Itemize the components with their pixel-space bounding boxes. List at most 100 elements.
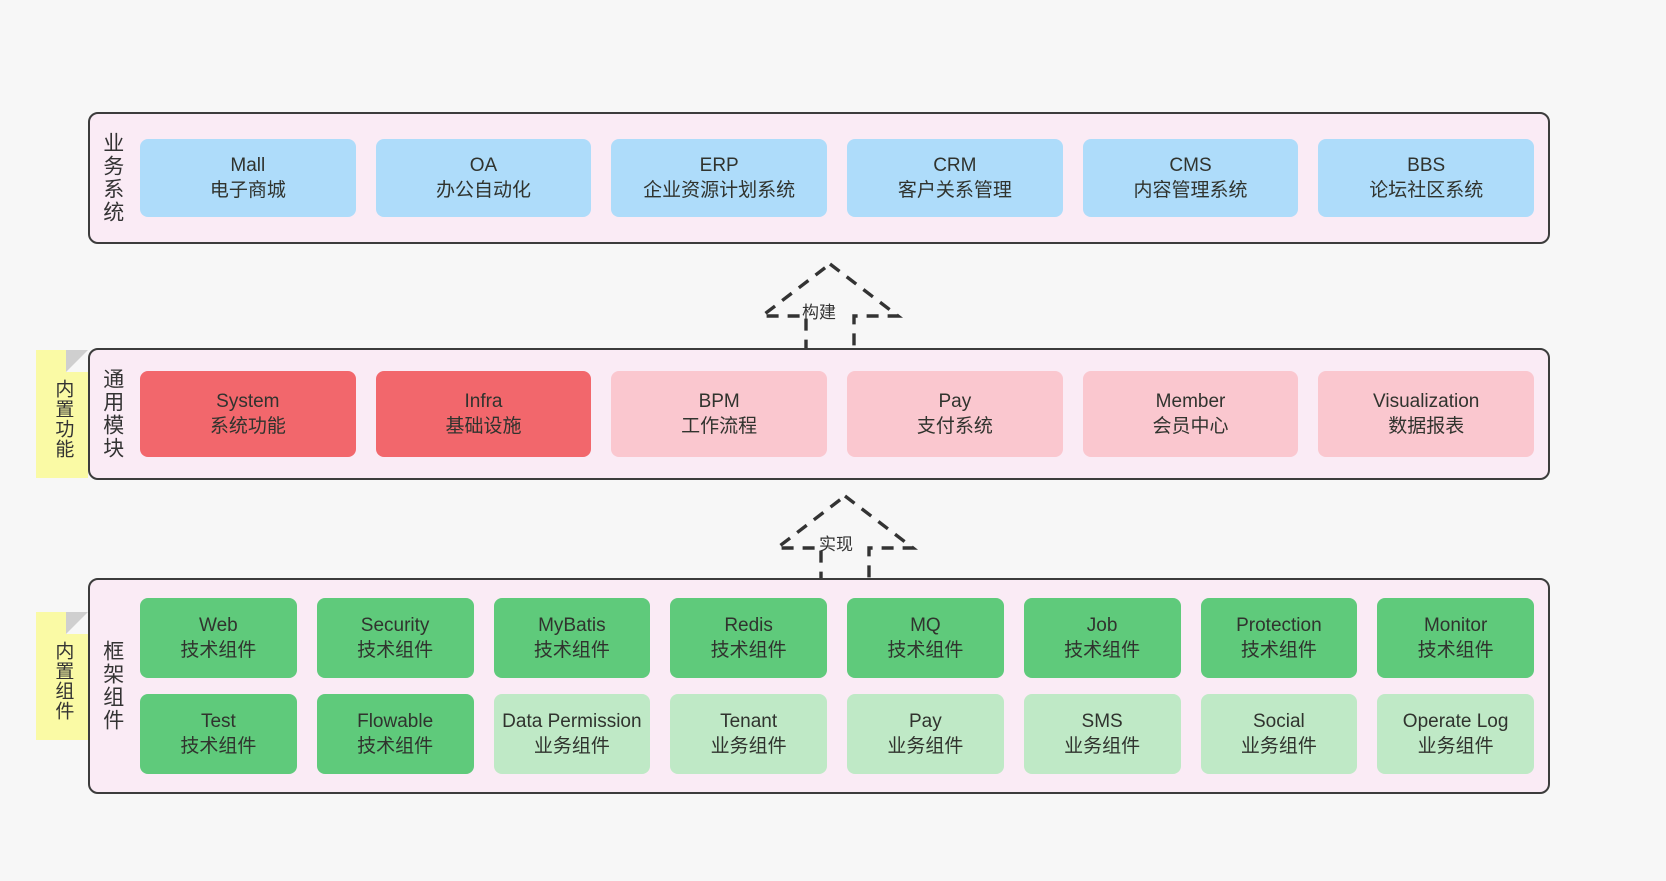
card-subtitle: 企业资源计划系统 [643, 180, 796, 201]
card-test[interactable]: Test 技术组件 [140, 694, 297, 774]
connector-build: 构建 [750, 258, 910, 353]
connector-implement: 实现 [765, 490, 925, 585]
card-title: BPM [698, 390, 740, 412]
card-crm[interactable]: CRM 客户关系管理 [847, 139, 1063, 217]
card-title: SMS [1081, 710, 1123, 732]
card-subtitle: 系统功能 [209, 416, 286, 437]
connector-build-label: 构建 [802, 303, 836, 322]
card-title: Tenant [720, 710, 778, 732]
card-protection[interactable]: Protection 技术组件 [1200, 598, 1358, 678]
card-oa[interactable]: OA 办公自动化 [375, 139, 592, 217]
card-subtitle: 技术组件 [710, 640, 787, 661]
layer-body-business: Mall 电子商城 OA 办公自动化 ERP 企业资源计划系统 CRM 客户关系… [134, 114, 1548, 242]
card-subtitle: 论坛社区系统 [1369, 180, 1484, 201]
card-title: Job [1086, 614, 1118, 636]
sticky-note-label: 内置组件 [52, 641, 74, 721]
card-title: Data Permission [502, 710, 642, 732]
card-subtitle: 业务组件 [533, 736, 610, 757]
card-subtitle: 数据报表 [1388, 416, 1465, 437]
card-title: Security [360, 614, 430, 636]
card-title: Operate Log [1402, 710, 1509, 732]
card-title: OA [469, 154, 498, 176]
dashed-hollow-arrow-icon [756, 261, 904, 352]
card-bbs[interactable]: BBS 论坛社区系统 [1318, 139, 1535, 217]
card-subtitle: 技术组件 [887, 640, 964, 661]
connector-implement-label: 实现 [819, 535, 853, 554]
card-flowable[interactable]: Flowable 技术组件 [316, 694, 474, 774]
layer-panel-common[interactable]: 通用模块 System 系统功能 Infra 基础设施 BPM 工作流程 Pay… [88, 348, 1550, 480]
layer-panel-framework[interactable]: 框架组件 Web 技术组件 Security 技术组件 MyBatis 技术组件… [88, 578, 1550, 794]
card-redis[interactable]: Redis 技术组件 [670, 598, 827, 678]
layer-panel-business[interactable]: 业务系统 Mall 电子商城 OA 办公自动化 ERP 企业资源计划系统 CRM… [88, 112, 1550, 244]
card-visualization[interactable]: Visualization 数据报表 [1318, 371, 1535, 457]
dashed-hollow-arrow-icon [771, 493, 919, 584]
card-title: Redis [724, 614, 773, 636]
card-pay[interactable]: Pay 支付系统 [847, 371, 1063, 457]
card-erp[interactable]: ERP 企业资源计划系统 [611, 139, 828, 217]
card-data-permission[interactable]: Data Permission 业务组件 [493, 694, 651, 774]
card-subtitle: 支付系统 [916, 416, 993, 437]
card-title: Social [1253, 710, 1305, 732]
card-title: System [216, 390, 280, 412]
card-subtitle: 会员中心 [1152, 416, 1229, 437]
card-subtitle: 工作流程 [681, 416, 758, 437]
card-tenant[interactable]: Tenant 业务组件 [670, 694, 827, 774]
card-sms[interactable]: SMS 业务组件 [1023, 694, 1181, 774]
card-subtitle: 业务组件 [887, 736, 964, 757]
card-title: Visualization [1373, 390, 1480, 412]
card-pay-business[interactable]: Pay 业务组件 [847, 694, 1004, 774]
card-subtitle: 内容管理系统 [1133, 180, 1248, 201]
card-job[interactable]: Job 技术组件 [1023, 598, 1181, 678]
card-subtitle: 客户关系管理 [897, 180, 1012, 201]
card-row: Web 技术组件 Security 技术组件 MyBatis 技术组件 Redi… [140, 598, 1534, 678]
card-security[interactable]: Security 技术组件 [316, 598, 474, 678]
card-bpm[interactable]: BPM 工作流程 [611, 371, 828, 457]
card-subtitle: 电子商城 [209, 180, 286, 201]
card-subtitle: 技术组件 [533, 640, 610, 661]
card-subtitle: 技术组件 [180, 736, 257, 757]
sticky-note-builtin-components[interactable]: 内置组件 [36, 612, 88, 740]
layer-body-framework: Web 技术组件 Security 技术组件 MyBatis 技术组件 Redi… [134, 580, 1548, 792]
card-title: Infra [464, 390, 503, 412]
card-title: CRM [933, 154, 977, 176]
card-operate-log[interactable]: Operate Log 业务组件 [1377, 694, 1534, 774]
card-system[interactable]: System 系统功能 [140, 371, 356, 457]
card-title: Monitor [1423, 614, 1488, 636]
card-subtitle: 办公自动化 [436, 180, 532, 201]
card-mall[interactable]: Mall 电子商城 [140, 139, 356, 217]
card-title: Pay [909, 710, 942, 732]
card-web[interactable]: Web 技术组件 [140, 598, 297, 678]
card-row: System 系统功能 Infra 基础设施 BPM 工作流程 Pay 支付系统… [140, 371, 1535, 457]
card-title: Protection [1236, 614, 1322, 636]
card-cms[interactable]: CMS 内容管理系统 [1082, 139, 1299, 217]
layer-label-framework: 框架组件 [100, 640, 124, 732]
card-infra[interactable]: Infra 基础设施 [375, 371, 592, 457]
card-title: MyBatis [538, 614, 606, 636]
card-title: Web [199, 614, 238, 636]
card-title: Flowable [357, 710, 434, 732]
sticky-note-label: 内置功能 [52, 379, 74, 459]
card-row: Mall 电子商城 OA 办公自动化 ERP 企业资源计划系统 CRM 客户关系… [140, 139, 1535, 217]
layer-label-business: 业务系统 [100, 132, 124, 224]
card-subtitle: 业务组件 [1417, 736, 1494, 757]
card-social[interactable]: Social 业务组件 [1200, 694, 1358, 774]
sticky-note-builtin-features[interactable]: 内置功能 [36, 350, 88, 478]
card-title: Pay [938, 390, 972, 412]
layer-body-common: System 系统功能 Infra 基础设施 BPM 工作流程 Pay 支付系统… [134, 350, 1548, 478]
card-subtitle: 基础设施 [445, 416, 522, 437]
card-monitor[interactable]: Monitor 技术组件 [1377, 598, 1534, 678]
card-subtitle: 技术组件 [1240, 640, 1317, 661]
card-subtitle: 技术组件 [357, 736, 434, 757]
card-subtitle: 技术组件 [1064, 640, 1141, 661]
card-row: Test 技术组件 Flowable 技术组件 Data Permission … [140, 694, 1534, 774]
card-title: ERP [699, 154, 739, 176]
card-subtitle: 技术组件 [1417, 640, 1494, 661]
card-mq[interactable]: MQ 技术组件 [847, 598, 1004, 678]
card-title: CMS [1169, 154, 1212, 176]
card-title: Member [1155, 390, 1226, 412]
card-mybatis[interactable]: MyBatis 技术组件 [493, 598, 651, 678]
card-subtitle: 业务组件 [710, 736, 787, 757]
card-member[interactable]: Member 会员中心 [1082, 371, 1299, 457]
card-title: BBS [1407, 154, 1446, 176]
